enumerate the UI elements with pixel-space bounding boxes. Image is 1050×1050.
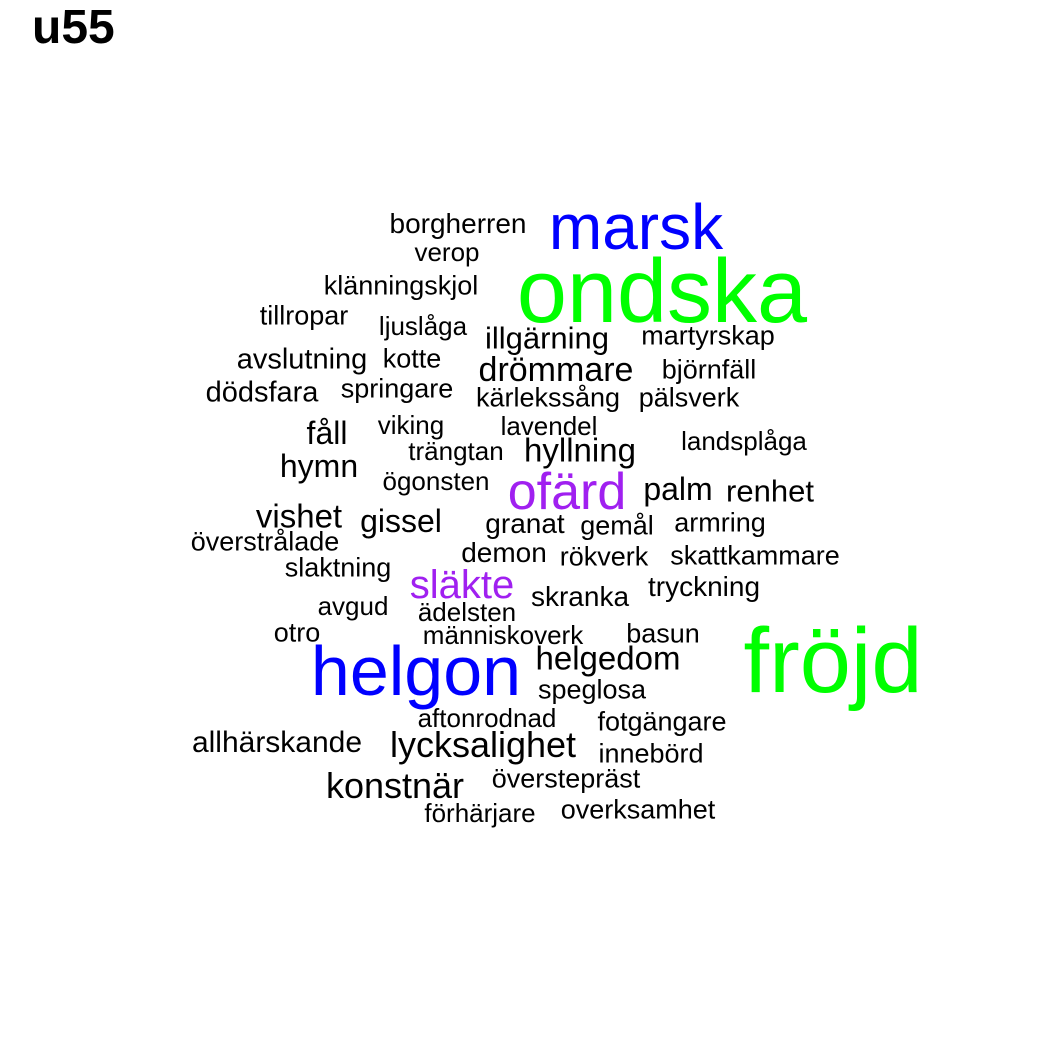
word-24: ögonsten	[382, 466, 490, 496]
word-12: björnfäll	[661, 354, 757, 385]
word-53: lycksalighet	[389, 724, 577, 765]
word-2: verop	[414, 237, 480, 267]
word-27: renhet	[726, 473, 814, 509]
word-56: överstepräst	[491, 763, 641, 794]
word-0: borgherren	[389, 208, 527, 239]
word-16: pälsverk	[638, 382, 740, 413]
word-39: tryckning	[647, 571, 761, 602]
word-5: tillropar	[259, 300, 349, 331]
word-3: ondska	[516, 242, 808, 342]
word-48: helgedom	[535, 639, 681, 677]
word-1: marsk	[548, 191, 724, 263]
chart-title: u55	[32, 1, 115, 54]
word-11: drömmare	[478, 351, 634, 389]
word-13: dödsfara	[205, 376, 319, 409]
word-19: lavendel	[500, 411, 598, 441]
word-47: helgon	[310, 632, 522, 710]
word-30: granat	[485, 508, 565, 539]
word-29: gissel	[360, 503, 442, 539]
word-38: släkte	[409, 563, 515, 607]
word-44: människoverk	[422, 620, 584, 650]
word-35: rökverk	[559, 541, 649, 572]
word-57: förhärjare	[424, 798, 536, 828]
word-21: trängtan	[408, 436, 504, 466]
word-25: ofärd	[507, 463, 627, 521]
word-36: skattkammare	[670, 540, 840, 571]
word-28: vishet	[255, 497, 343, 535]
word-40: skranka	[530, 581, 630, 612]
word-58: overksamhet	[560, 794, 716, 825]
word-22: hyllning	[524, 431, 636, 469]
word-37: slaktning	[284, 552, 392, 583]
word-9: avslutning	[236, 343, 368, 376]
word-52: allhärskande	[191, 726, 363, 759]
word-20: landsplåga	[681, 426, 807, 456]
word-51: fotgängare	[597, 706, 727, 737]
word-14: springare	[340, 373, 454, 404]
word-55: konstnär	[325, 765, 465, 806]
word-43: otro	[273, 617, 321, 648]
word-42: ädelsten	[417, 597, 517, 627]
word-41: avgud	[317, 591, 389, 621]
word-46: fröjd	[743, 610, 923, 712]
word-32: armring	[674, 507, 766, 538]
word-17: fåll	[306, 415, 348, 451]
word-50: aftonrodnad	[417, 703, 557, 733]
word-54: innebörd	[598, 738, 704, 769]
word-34: demon	[461, 537, 547, 568]
word-45: basun	[626, 618, 700, 649]
word-10: kotte	[382, 343, 442, 374]
word-18: viking	[377, 410, 445, 440]
word-15: kärlekssång	[475, 382, 621, 413]
word-26: palm	[643, 471, 713, 507]
word-31: gemål	[580, 510, 654, 541]
word-7: illgärning	[484, 320, 610, 356]
word-4: klänningskjol	[323, 270, 479, 301]
word-8: martyrskap	[641, 320, 775, 351]
word-6: ljuslåga	[378, 311, 468, 341]
word-49: speglosa	[537, 674, 647, 705]
word-33: överstrålade	[190, 526, 340, 557]
word-23: hymn	[279, 448, 359, 484]
